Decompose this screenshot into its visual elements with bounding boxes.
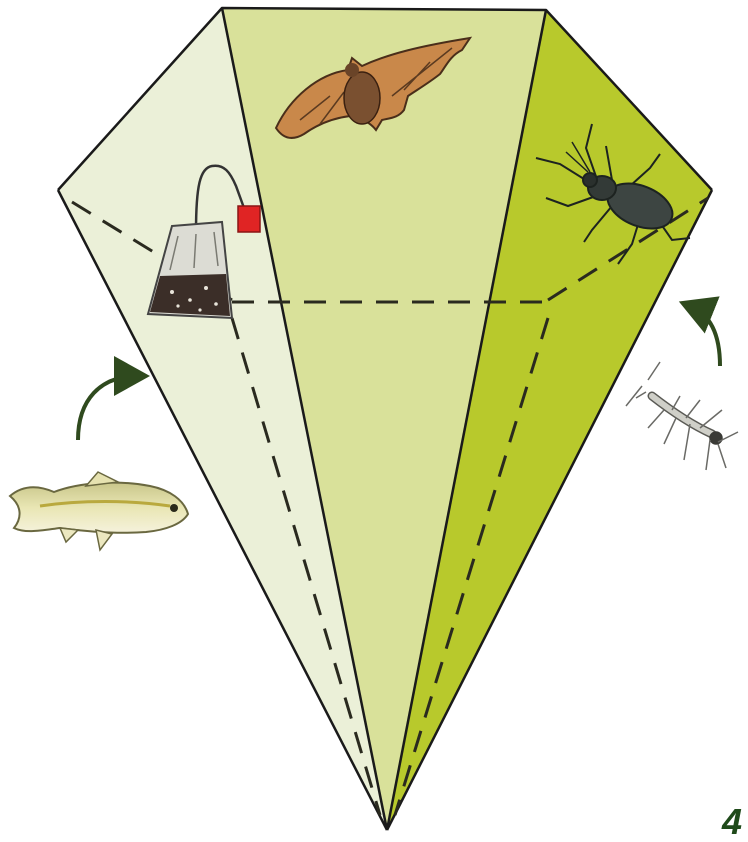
tea-bag-tag — [238, 206, 260, 232]
mayfly-larva-icon — [626, 362, 738, 470]
curved-arrow-icon — [690, 306, 720, 366]
curved-arrow-icon — [78, 376, 138, 440]
fish-icon — [10, 472, 188, 550]
page-number: 4 — [722, 804, 742, 840]
